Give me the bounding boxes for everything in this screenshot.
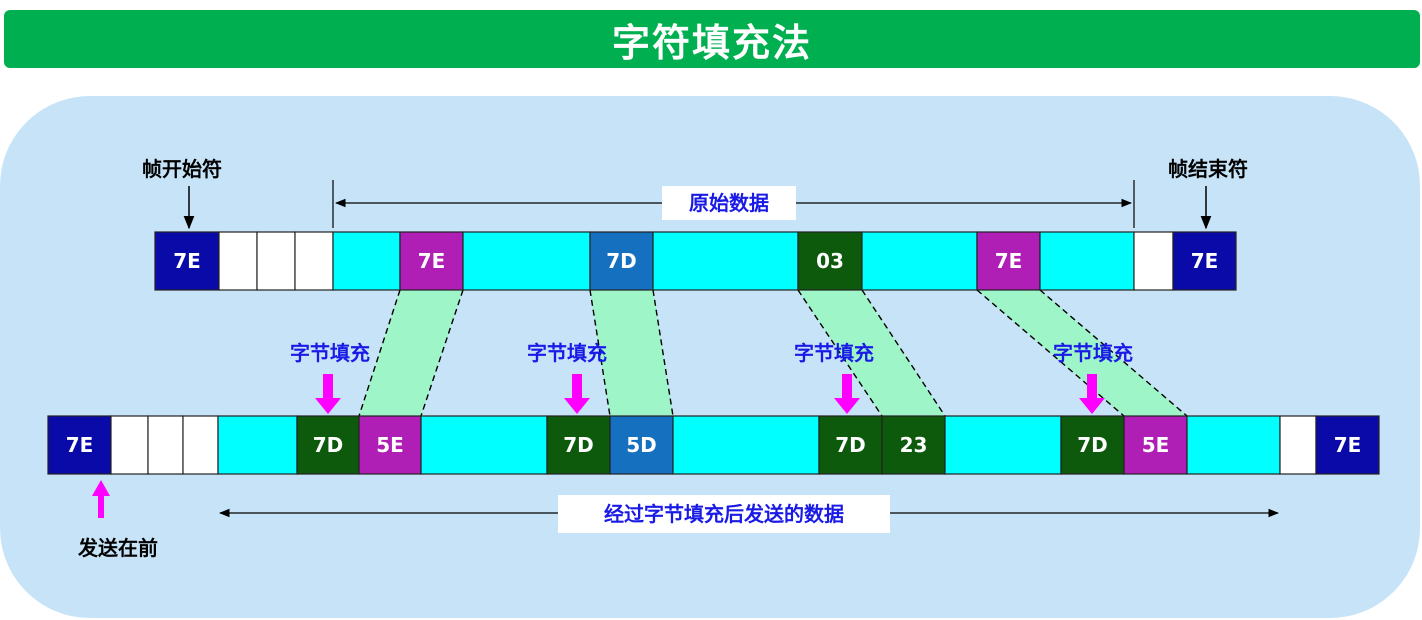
top-row-cell-label: 7E bbox=[1191, 249, 1219, 273]
stuffing-band-edge bbox=[1039, 289, 1188, 417]
bottom-row-cell bbox=[1315, 415, 1380, 475]
top-row-cell bbox=[256, 231, 296, 291]
send-first-arrow bbox=[92, 480, 110, 518]
top-row-cell bbox=[797, 231, 863, 291]
stuffing-arrow bbox=[564, 374, 590, 414]
top-row-cell bbox=[399, 231, 464, 291]
stuffing-band-edge bbox=[861, 289, 946, 417]
bottom-row-cell-label: 7E bbox=[1334, 433, 1362, 457]
bottom-row-cell-label: 5D bbox=[626, 433, 657, 457]
bottom-row-cell bbox=[672, 415, 820, 475]
top-row-cell bbox=[976, 231, 1041, 291]
stuffing-arrow bbox=[315, 374, 341, 414]
top-row-cell-label: 7D bbox=[606, 249, 637, 273]
stuffed-frame-row: 7E 7D 5E 7D 5D 7D 23 7D 5E 7E bbox=[47, 415, 1380, 475]
top-row-cell bbox=[861, 231, 978, 291]
byte-stuffing-label: 字节填充 bbox=[1053, 341, 1133, 365]
top-row-cell bbox=[218, 231, 258, 291]
bottom-row-cell bbox=[818, 415, 883, 475]
top-row-cell bbox=[1039, 231, 1135, 291]
stuffing-arrow bbox=[1079, 374, 1105, 414]
top-row-cell bbox=[589, 231, 654, 291]
bottom-row-cell bbox=[296, 415, 360, 475]
frame-start-label: 帧开始符 bbox=[142, 157, 222, 181]
bottom-row-cell bbox=[110, 415, 149, 475]
page-title: 字符填充法 bbox=[611, 20, 812, 65]
stuffed-data-label-box bbox=[558, 495, 890, 533]
top-row-cell bbox=[462, 231, 591, 291]
bottom-row-cell bbox=[182, 415, 219, 475]
top-row-cell bbox=[1172, 231, 1237, 291]
stuffed-data-label: 经过字节填充后发送的数据 bbox=[604, 502, 844, 526]
top-row-cell bbox=[332, 231, 401, 291]
stuffing-band-edge bbox=[589, 289, 611, 417]
top-row-cell-label: 03 bbox=[816, 249, 844, 273]
top-row-cell bbox=[652, 231, 799, 291]
bottom-row-cell bbox=[1279, 415, 1317, 475]
original-frame-row: 7E 7E 7D 03 7E 7E bbox=[154, 231, 1237, 291]
stuffing-band bbox=[359, 290, 463, 416]
bottom-row-cell-label: 5E bbox=[376, 433, 404, 457]
bottom-row-cell bbox=[47, 415, 112, 475]
bottom-row-cell bbox=[609, 415, 674, 475]
bottom-row-cell-label: 7E bbox=[66, 433, 94, 457]
top-row-cell-label: 7E bbox=[995, 249, 1023, 273]
bottom-row-cell bbox=[1186, 415, 1281, 475]
bottom-row-cell bbox=[1060, 415, 1125, 475]
top-row-cell bbox=[1133, 231, 1174, 291]
stuffing-band-edge bbox=[797, 289, 883, 417]
stuffing-band-edge bbox=[652, 289, 674, 417]
top-row-cell-label: 7E bbox=[418, 249, 446, 273]
bottom-row-cell-label: 7D bbox=[563, 433, 594, 457]
bottom-row-cell bbox=[420, 415, 548, 475]
bottom-row-cell bbox=[881, 415, 946, 475]
frame-end-label: 帧结束符 bbox=[1168, 157, 1248, 181]
bottom-row-cell-label: 7D bbox=[1077, 433, 1108, 457]
byte-stuffing-label: 字节填充 bbox=[794, 341, 874, 365]
bottom-row-cell bbox=[217, 415, 298, 475]
send-first-label: 发送在前 bbox=[77, 536, 158, 560]
bottom-row-cell-label: 7D bbox=[313, 433, 344, 457]
bottom-row-cell-label: 5E bbox=[1142, 433, 1170, 457]
title-bar: 字符填充法 bbox=[4, 10, 1420, 68]
stuffing-bands bbox=[358, 289, 1188, 417]
stuffing-band bbox=[798, 290, 945, 416]
original-data-label: 原始数据 bbox=[689, 191, 769, 215]
byte-stuffing-label: 字节填充 bbox=[290, 341, 370, 365]
stuffing-band-edge bbox=[976, 289, 1125, 417]
stuffing-band bbox=[590, 290, 673, 416]
bottom-row-cell bbox=[546, 415, 611, 475]
bottom-row-cell-label: 23 bbox=[900, 433, 928, 457]
stuffing-band-edge bbox=[358, 289, 401, 417]
top-row-cell-label: 7E bbox=[173, 249, 201, 273]
original-data-label-box bbox=[662, 186, 796, 220]
stuffing-arrow bbox=[834, 374, 860, 414]
top-row-cell bbox=[294, 231, 334, 291]
bottom-row-cell bbox=[944, 415, 1062, 475]
stuffing-band-edge bbox=[420, 289, 464, 417]
byte-stuffing-label: 字节填充 bbox=[527, 341, 607, 365]
bottom-row-cell-label: 7D bbox=[835, 433, 866, 457]
stuffing-band bbox=[977, 290, 1187, 416]
bottom-row-cell bbox=[147, 415, 184, 475]
stuffing-arrows: 字节填充 字节填充 字节填充 字节填充 bbox=[290, 341, 1133, 414]
